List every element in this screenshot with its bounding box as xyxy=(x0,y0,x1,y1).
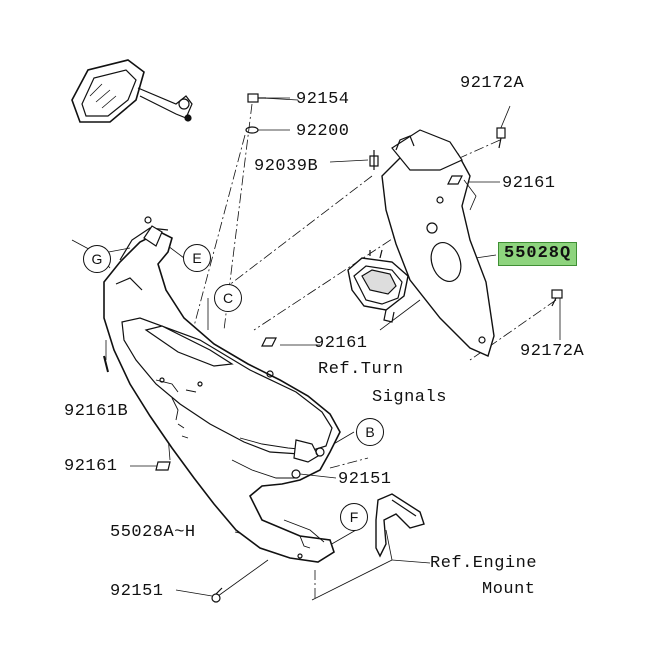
label-92161-right: 92161 xyxy=(502,174,556,193)
screw-92151-bottom xyxy=(211,587,223,603)
label-92151-bottom: 92151 xyxy=(110,582,164,601)
label-55028Q: 55028Q xyxy=(498,242,578,266)
label-92161-left: 92161 xyxy=(64,457,118,476)
mirror-part xyxy=(71,59,193,123)
clip-92161-mid xyxy=(261,337,277,347)
label-ref-turn-2: Signals xyxy=(372,388,447,407)
callout-E: E xyxy=(183,244,211,272)
callout-C: C xyxy=(214,284,242,312)
callout-G: G xyxy=(83,245,111,273)
clip-92161-right xyxy=(447,175,463,185)
engine-mount-bracket xyxy=(375,493,425,558)
pin-92161B xyxy=(103,355,109,373)
reference-lines xyxy=(184,103,557,600)
callout-F: F xyxy=(340,503,368,531)
label-ref-engine-2: Mount xyxy=(482,580,536,599)
bolt-92172A-right xyxy=(551,289,563,307)
label-92154: 92154 xyxy=(296,90,350,109)
callout-B: B xyxy=(356,418,384,446)
screw-92151-mid xyxy=(291,469,337,479)
label-92151-mid: 92151 xyxy=(338,470,392,489)
label-92161B: 92161B xyxy=(64,402,129,421)
washer-92200 xyxy=(245,126,290,134)
main-cowl-55028A-H xyxy=(103,216,341,563)
bolt-92172A-top xyxy=(496,127,506,149)
inner-panel-55028Q xyxy=(381,129,495,357)
label-ref-engine-1: Ref.Engine xyxy=(430,554,538,573)
label-92172A-top: 92172A xyxy=(460,74,525,93)
label-92039B: 92039B xyxy=(254,157,319,176)
label-55028A-H: 55028A~H xyxy=(110,523,196,542)
leader-lines xyxy=(71,97,561,601)
label-92172A-right: 92172A xyxy=(520,342,585,361)
label-92200: 92200 xyxy=(296,122,350,141)
grommet-92039B xyxy=(369,150,379,170)
label-ref-turn-1: Ref.Turn xyxy=(318,360,404,379)
label-92161-mid: 92161 xyxy=(314,334,368,353)
clip-92161-left xyxy=(155,461,171,471)
turn-signal-part xyxy=(347,249,409,323)
